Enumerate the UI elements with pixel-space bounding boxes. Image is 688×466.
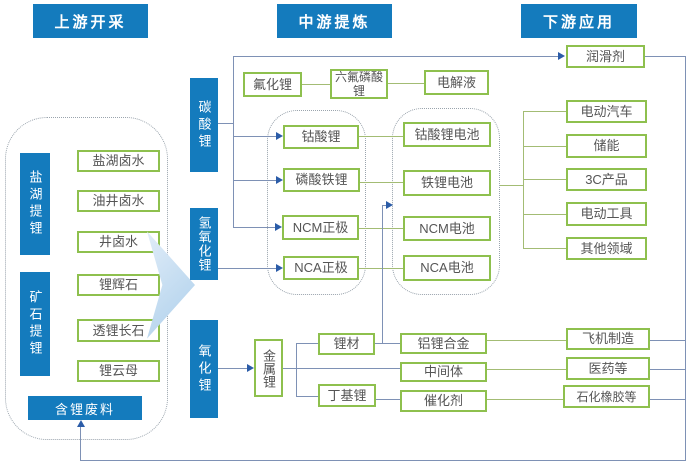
node-intermediate: 中间体 <box>400 362 487 382</box>
connector-line <box>233 136 276 137</box>
arrowhead-icon <box>386 201 393 209</box>
node-nca-cathode: NCA正极 <box>283 256 359 280</box>
connector-line <box>218 123 234 124</box>
header-upstream: 上游开采 <box>33 4 148 38</box>
node-butyllithium: 丁基锂 <box>318 384 376 407</box>
connector-line <box>523 146 566 147</box>
node-lithium-oxide: 氧化锂 <box>190 320 218 418</box>
node-lithium-carbonate: 碳酸锂 <box>190 78 218 172</box>
connector-line <box>233 56 234 227</box>
node-salt-lake-brine: 盐湖卤水 <box>77 150 160 172</box>
connector-line <box>233 180 276 181</box>
connector-line <box>685 56 686 460</box>
node-ore-extraction: 矿石提锂 <box>20 272 50 376</box>
connector-line <box>376 399 400 400</box>
node-pharmaceuticals: 医药等 <box>566 357 650 380</box>
node-salt-lake-extraction: 盐湖提锂 <box>20 153 50 255</box>
connector-line <box>359 228 403 229</box>
node-oil-well-brine: 油井卤水 <box>77 190 160 212</box>
connector-line <box>523 111 566 112</box>
cathode-group-container <box>267 110 366 295</box>
node-petalite: 透锂长石 <box>77 319 160 342</box>
node-petrochemical-rubber: 石化橡胶等 <box>563 385 650 408</box>
node-lubricant: 润滑剂 <box>566 45 645 68</box>
arrowhead-icon <box>558 52 565 60</box>
node-lithium-metal: 金属锂 <box>254 339 283 397</box>
connector-line <box>296 343 318 344</box>
node-other-fields: 其他领域 <box>566 237 647 260</box>
connector-line <box>382 205 387 206</box>
connector-line <box>296 396 318 397</box>
connector-line <box>302 84 330 85</box>
node-lithium-material: 锂材 <box>318 333 375 355</box>
header-midstream: 中游提炼 <box>277 4 392 38</box>
connector-line <box>80 460 686 461</box>
connector-line <box>650 399 685 400</box>
connector-line <box>233 227 275 228</box>
node-al-li-alloy: 铝锂合金 <box>400 333 487 354</box>
node-lco-battery: 钴酸锂电池 <box>403 122 491 147</box>
arrowhead-icon <box>276 132 283 140</box>
node-energy-storage: 储能 <box>566 134 647 158</box>
connector-line <box>500 185 523 186</box>
connector-line <box>523 214 566 215</box>
connector-line <box>218 368 247 369</box>
node-lithium-fluoride: 氟化锂 <box>243 72 302 97</box>
node-3c-products: 3C产品 <box>566 168 647 191</box>
connector-line <box>359 136 403 137</box>
node-lithium-hydroxide: 氢氧化锂 <box>190 208 218 280</box>
connector-line <box>80 427 81 460</box>
connector-line <box>360 182 403 183</box>
node-electrolyte: 电解液 <box>424 70 489 95</box>
connector-line <box>283 368 400 369</box>
connector-line <box>650 340 685 341</box>
connector-line <box>487 369 566 370</box>
node-electric-vehicle: 电动汽车 <box>566 100 647 123</box>
connector-line <box>523 248 566 249</box>
connector-line <box>296 343 297 397</box>
connector-line <box>382 205 383 343</box>
node-lco-cathode: 钴酸锂 <box>283 125 359 149</box>
header-downstream: 下游应用 <box>521 4 637 38</box>
node-lipf6: 六氟磷酸锂 <box>330 69 388 99</box>
connector-line <box>233 56 558 57</box>
connector-line <box>523 179 566 180</box>
connector-line <box>487 340 566 341</box>
connector-line <box>218 268 276 269</box>
node-well-brine: 井卤水 <box>77 231 160 253</box>
arrowhead-icon <box>247 364 254 372</box>
connector-line <box>487 399 563 400</box>
node-nca-battery: NCA电池 <box>403 255 491 281</box>
arrowhead-icon <box>276 264 283 272</box>
node-lfp-battery: 铁锂电池 <box>403 170 491 196</box>
arrowhead-icon <box>77 420 85 427</box>
node-lithium-waste: 含锂废料 <box>28 396 142 420</box>
node-catalyst: 催化剂 <box>400 390 487 412</box>
node-ncm-battery: NCM电池 <box>403 216 491 241</box>
arrowhead-icon <box>275 223 282 231</box>
node-spodumene: 锂辉石 <box>77 274 160 296</box>
connector-line <box>388 83 424 84</box>
node-power-tools: 电动工具 <box>566 202 647 226</box>
node-ncm-cathode: NCM正极 <box>282 215 359 240</box>
node-lfp-cathode: 磷酸铁锂 <box>283 168 360 192</box>
node-lepidolite: 锂云母 <box>77 360 160 382</box>
arrowhead-icon <box>276 176 283 184</box>
connector-line <box>375 343 400 344</box>
node-aircraft-manufacturing: 飞机制造 <box>566 328 650 350</box>
connector-line <box>359 268 403 269</box>
connector-line <box>645 56 685 57</box>
connector-line <box>650 369 685 370</box>
